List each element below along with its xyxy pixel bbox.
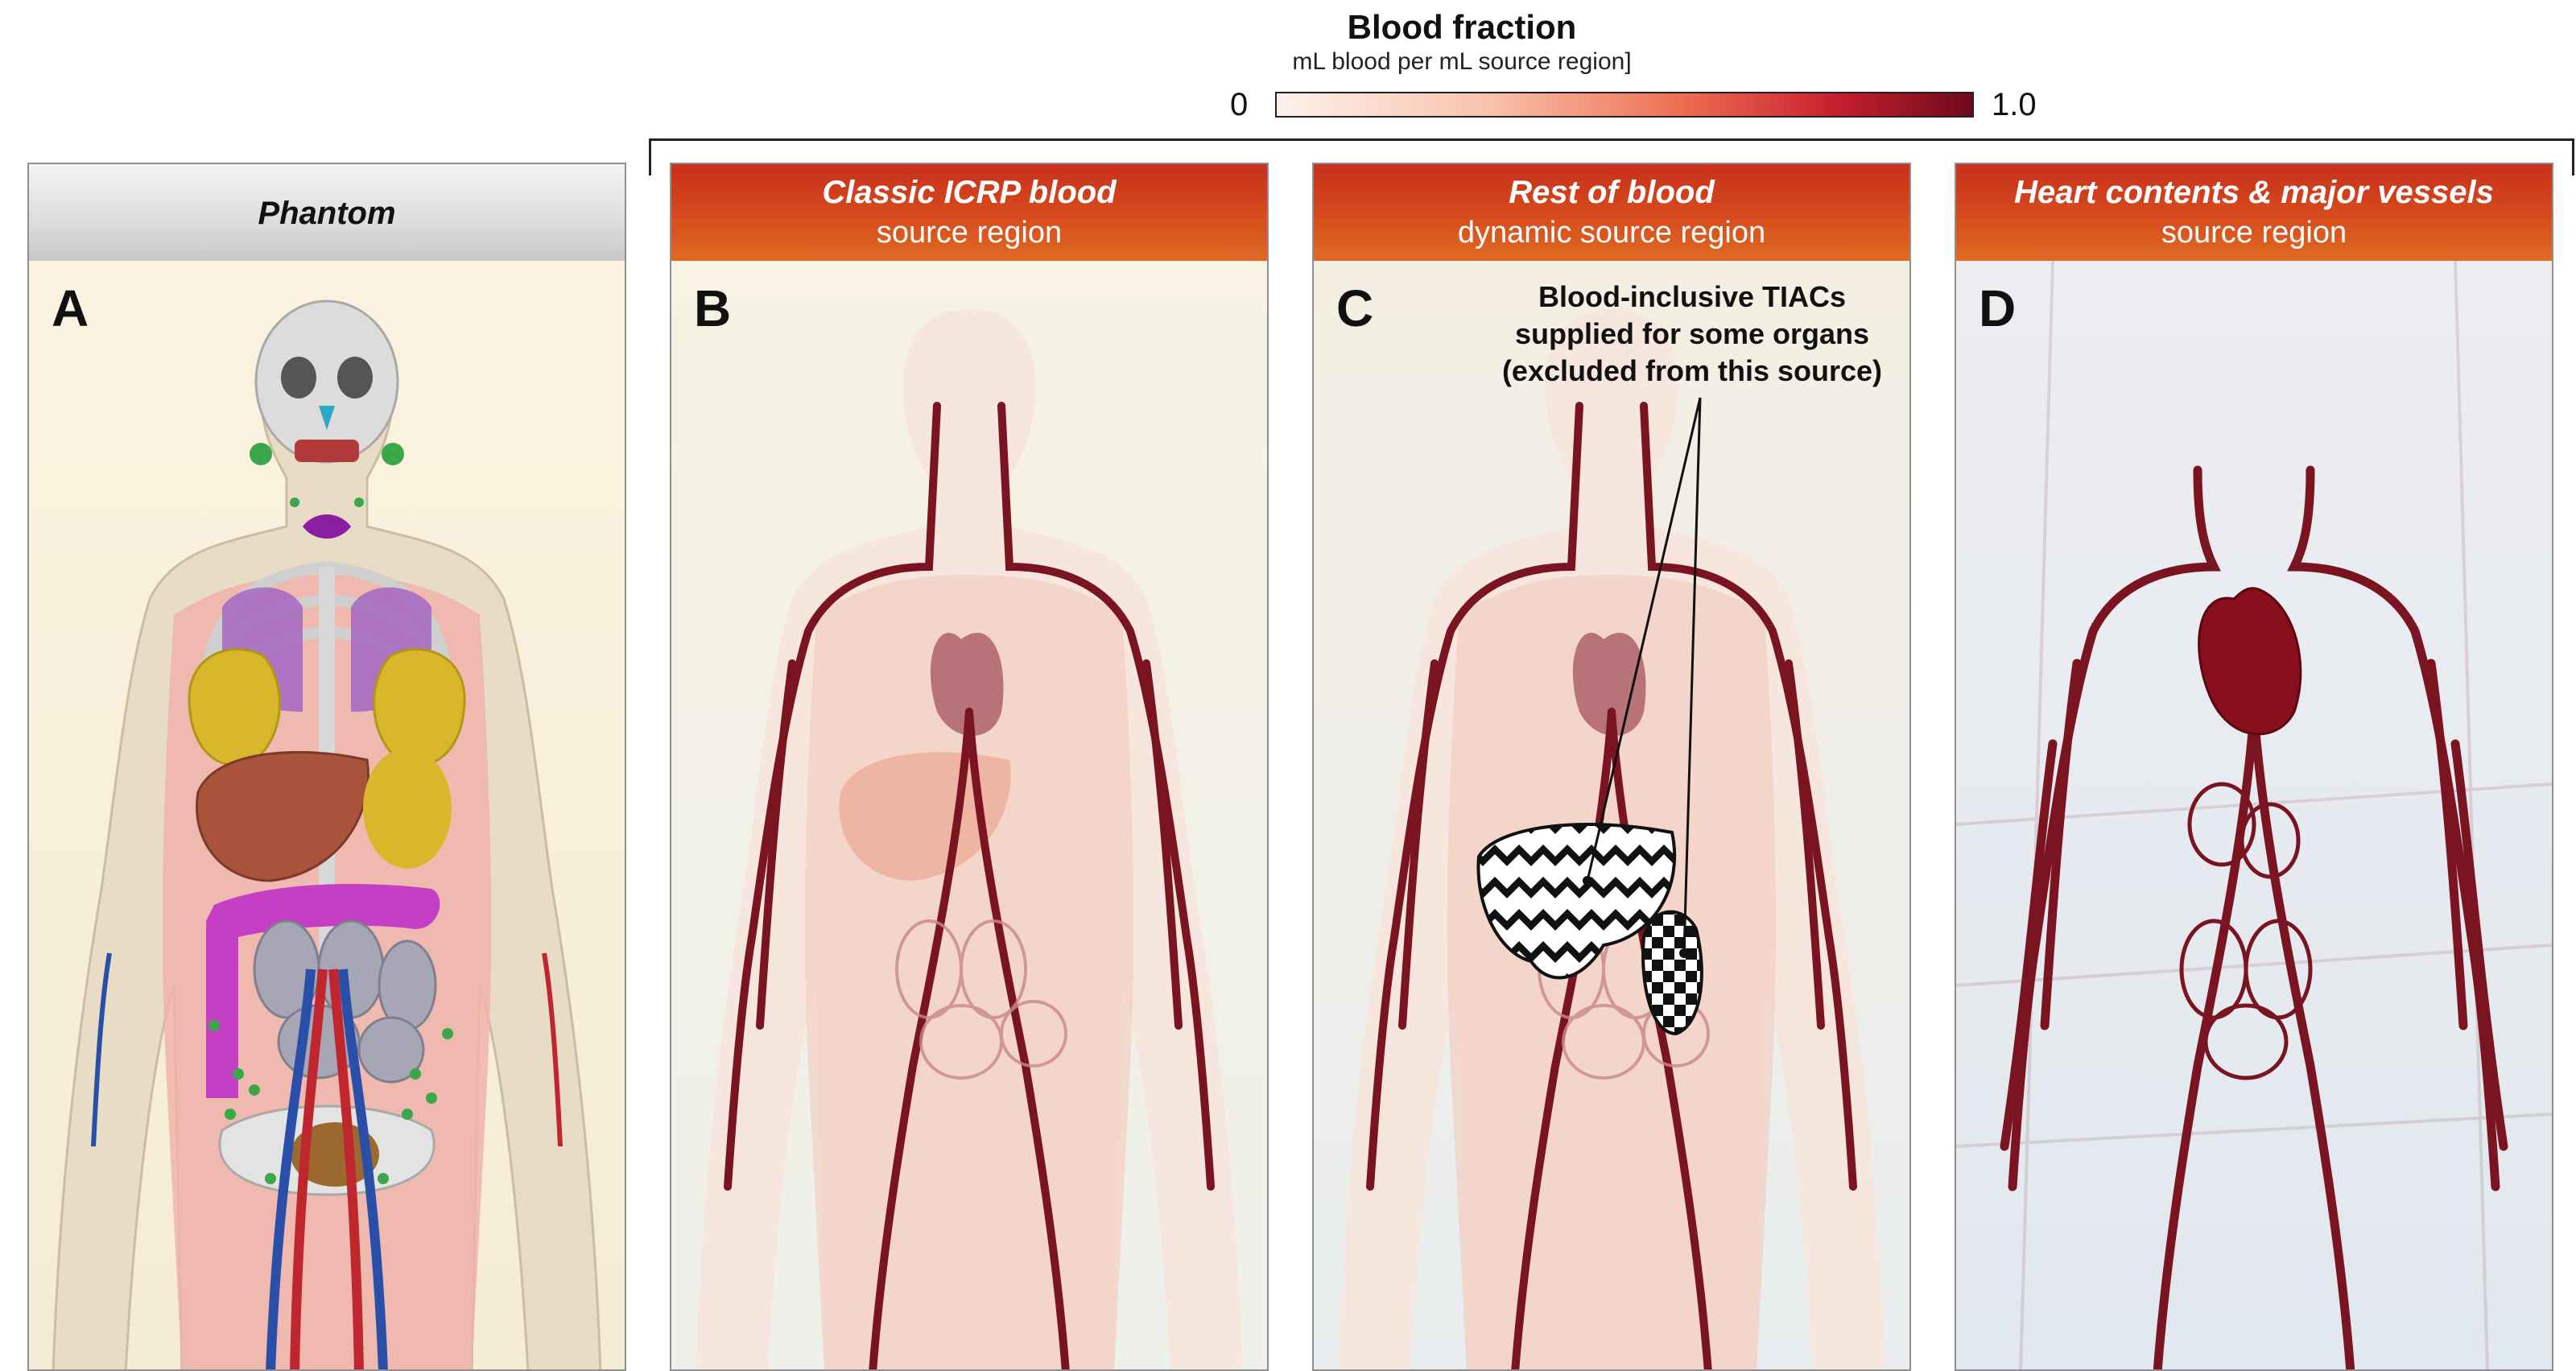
panel-body: D (1956, 261, 2552, 1369)
annotation-line: supplied for some organs (1475, 316, 1909, 353)
salivary-gland-right (382, 443, 404, 465)
leader-dot-spleen (1679, 948, 1689, 958)
heart-vessels-illustration (1956, 261, 2552, 1371)
panel-title: Phantom (29, 193, 625, 233)
heart (2199, 588, 2301, 734)
legend-min-label: 0 (1230, 87, 1248, 123)
breast-left (189, 650, 279, 766)
panel-letter: A (52, 279, 89, 338)
legend-subtitle: mL blood per mL source region] (1180, 48, 1744, 76)
panel-header: Phantom (29, 164, 625, 261)
phantom-illustration (29, 261, 625, 1371)
panel-subtitle: source region (671, 213, 1267, 253)
panel-body: B (671, 261, 1267, 1369)
color-scale-bar (1275, 92, 1974, 118)
breast-right (374, 650, 464, 766)
legend-title: Blood fraction (1301, 8, 1623, 47)
panel-subtitle: dynamic source region (1314, 213, 1909, 253)
panel-title: Classic ICRP blood (671, 172, 1267, 213)
panel-letter: D (1979, 279, 2016, 338)
panel-title: Rest of blood (1314, 172, 1909, 213)
legend-max-label: 1.0 (1992, 87, 2037, 123)
annotation-line: Blood-inclusive TIACs (1475, 279, 1909, 316)
eye-socket-right (337, 357, 373, 398)
blood-distribution-illustration (671, 261, 1267, 1371)
panel-phantom: Phantom (27, 163, 626, 1371)
stomach (363, 748, 452, 869)
panel-body: C Blood-inclusive TIACs supplied for som… (1314, 261, 1909, 1369)
annotation-line: (excluded from this source) (1475, 353, 1909, 390)
panel-header: Heart contents & major vessels source re… (1956, 164, 2552, 261)
tiac-annotation: Blood-inclusive TIACs supplied for some … (1475, 279, 1909, 390)
panel-title: Heart contents & major vessels (1956, 172, 2552, 213)
panel-header: Rest of blood dynamic source region (1314, 164, 1909, 261)
panel-letter: B (694, 279, 731, 338)
blood-distribution-illustration (1314, 261, 1909, 1371)
salivary-gland-left (250, 443, 272, 465)
panel-classic-icrp-blood: Classic ICRP blood source region (670, 163, 1269, 1371)
panel-letter: C (1336, 279, 1373, 338)
panel-header: Classic ICRP blood source region (671, 164, 1267, 261)
panel-heart-and-major-vessels: Heart contents & major vessels source re… (1955, 163, 2553, 1371)
eye-socket-left (281, 357, 316, 398)
leader-dot-liver (1583, 876, 1592, 886)
panel-rest-of-blood: Rest of blood dynamic source region (1312, 163, 1911, 1371)
panel-subtitle: source region (1956, 213, 2552, 253)
mouth (295, 440, 359, 462)
panel-body: A (29, 261, 625, 1369)
skull (256, 301, 398, 462)
